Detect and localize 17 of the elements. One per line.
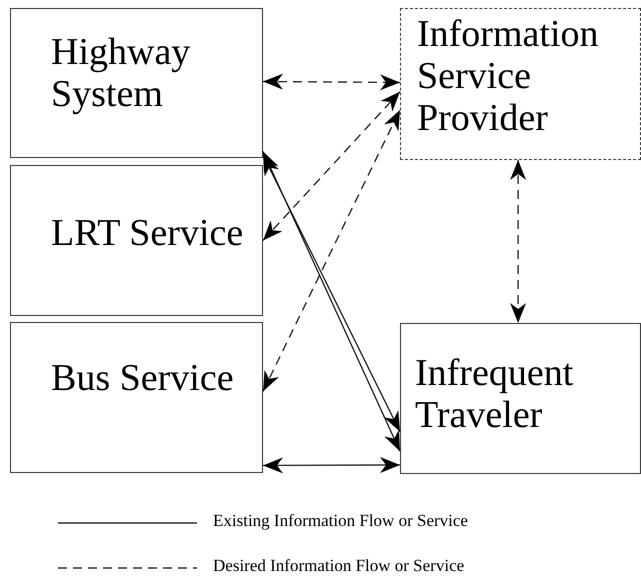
process-box — [10, 322, 263, 473]
node-label: Information Service Provider — [417, 13, 600, 139]
process-box — [400, 8, 641, 160]
process-box — [10, 165, 263, 316]
arrow — [510, 160, 526, 323]
process-box — [10, 8, 263, 158]
node-label: Highway System — [51, 31, 192, 115]
legend-label: Desired Information Flow or Service — [213, 556, 464, 576]
arrow — [262, 91, 400, 241]
process-box — [400, 323, 641, 474]
node-label: LRT Service — [51, 212, 244, 254]
node-label: Bus Service — [51, 357, 235, 399]
arrow — [262, 110, 401, 392]
arrow — [263, 457, 400, 474]
node-label: Infrequent Traveler — [415, 352, 574, 436]
arrow — [263, 74, 400, 90]
legend-label: Existing Information Flow or Service — [213, 511, 468, 531]
